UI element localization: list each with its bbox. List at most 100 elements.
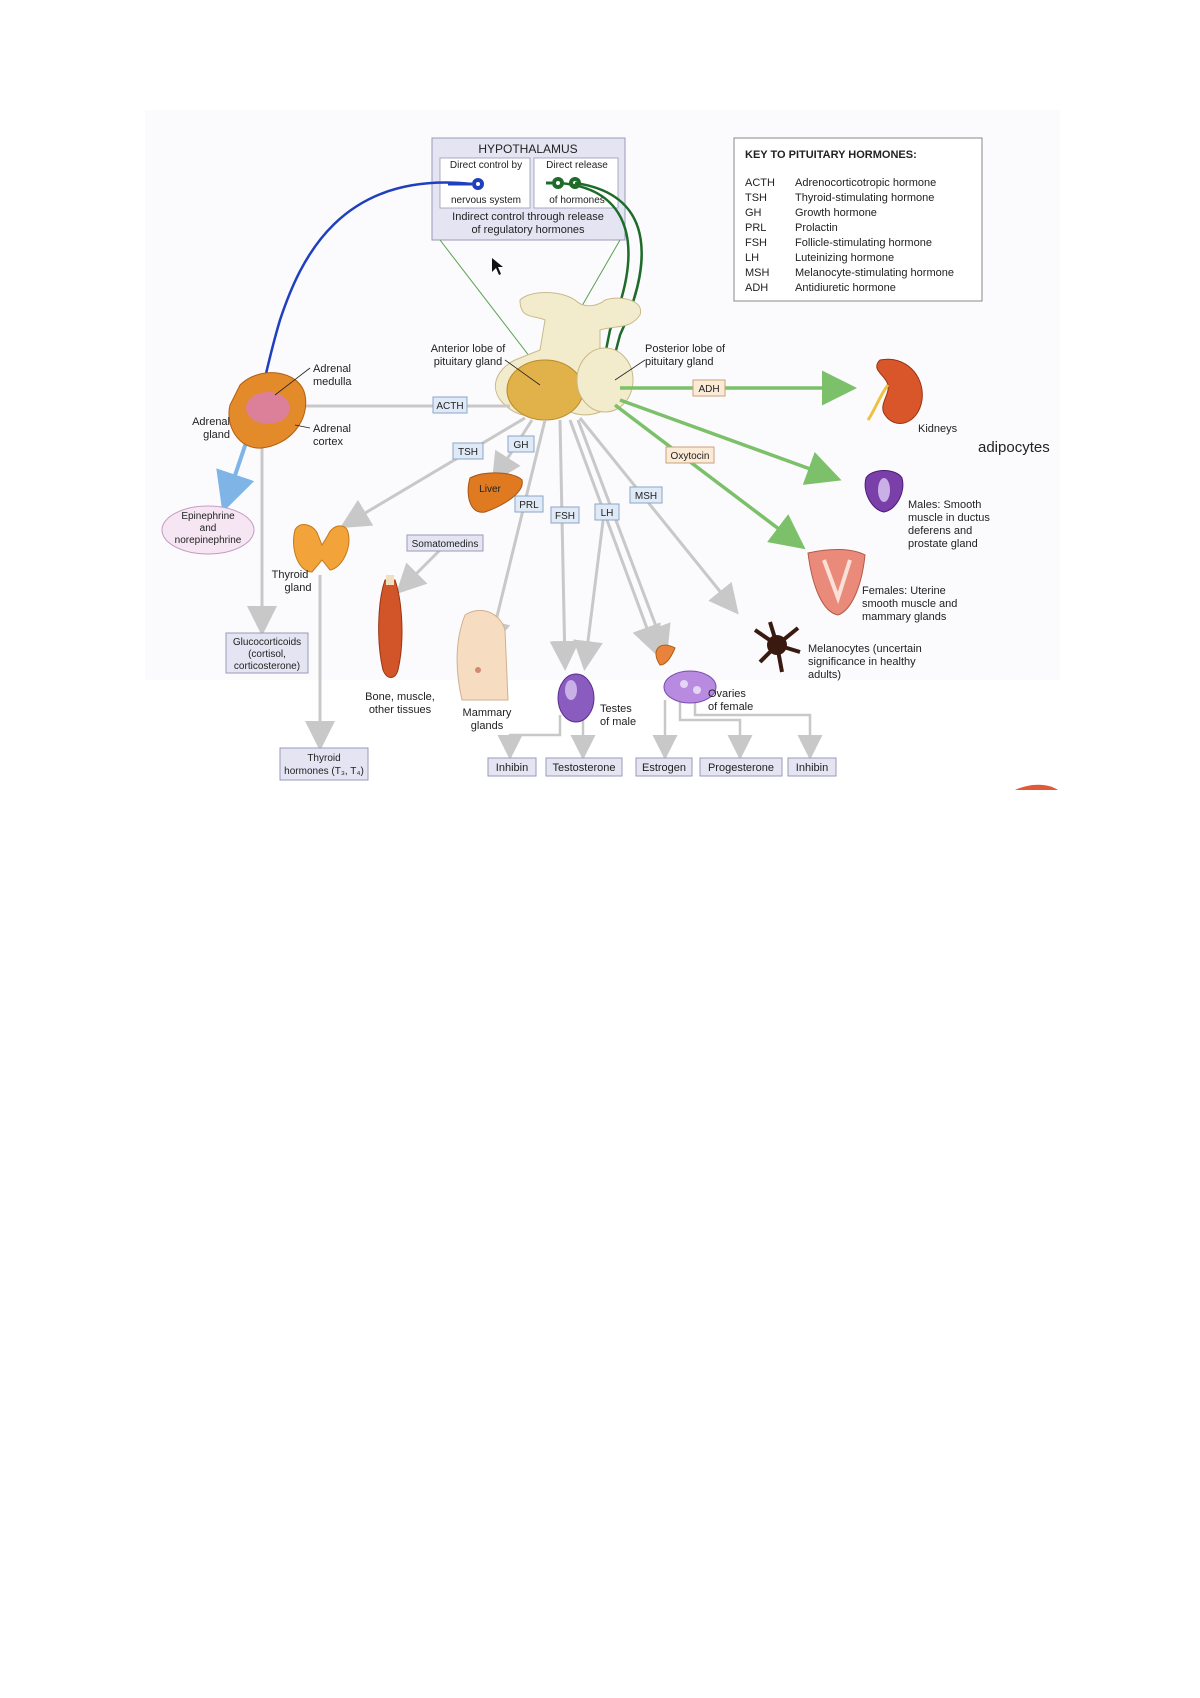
adrenal-cortex-label-1: Adrenal [313, 423, 351, 435]
males-label-4: prostate gland [908, 538, 978, 550]
direct-release-label-2: of hormones [549, 195, 605, 206]
svg-text:Inhibin: Inhibin [796, 762, 828, 774]
svg-text:GH: GH [514, 440, 529, 451]
tag-adh: ADH [692, 379, 726, 397]
output-boxes: Inhibin Testosterone Estrogen Progestero… [487, 757, 837, 777]
key-abbr: TSH [745, 192, 767, 204]
melanocytes-label-2: significance in healthy [808, 656, 916, 668]
hypothalamus-title: HYPOTHALAMUS [478, 142, 577, 156]
hormone-tags: ACTH TSH GH PRL FSH LH MSH ADH Oxytocin [432, 379, 726, 524]
thyroid-hormones-box: Thyroid hormones (T₃, T₄) [279, 747, 369, 781]
svg-text:Oxytocin: Oxytocin [671, 451, 710, 462]
kidney-image [866, 358, 923, 424]
testes-label-2: of male [600, 716, 636, 728]
svg-text:Estrogen: Estrogen [642, 762, 686, 774]
svg-text:Inhibin: Inhibin [496, 762, 528, 774]
thyroid-label-2: gland [285, 582, 312, 594]
inhibin-female-box: Inhibin [787, 757, 837, 777]
thyroid-gland-image [293, 524, 350, 573]
key-abbr: ACTH [745, 177, 775, 189]
anterior-lobe-label-1: Anterior lobe of [431, 343, 507, 355]
females-label-1: Females: Uterine [862, 585, 946, 597]
svg-text:Thyroid: Thyroid [307, 753, 340, 764]
prostate-image [864, 470, 904, 513]
svg-text:ADH: ADH [698, 384, 719, 395]
key-title: KEY TO PITUITARY HORMONES: [745, 149, 917, 161]
tag-lh: LH [594, 503, 620, 521]
ovaries-label-2: of female [708, 701, 753, 713]
adipocytes-label: adipocytes [978, 439, 1050, 456]
bone-label-2: other tissues [369, 704, 432, 716]
svg-text:corticosterone): corticosterone) [234, 661, 300, 672]
oxytocin-female-arrow [613, 403, 806, 550]
testes-label-1: Testes [600, 703, 632, 715]
svg-text:hormones (T₃, T₄): hormones (T₃, T₄) [284, 766, 364, 777]
kidneys-label: Kidneys [918, 423, 958, 435]
mammary-label-1: Mammary [463, 707, 512, 719]
testes-image [557, 673, 595, 723]
mammary-image [456, 610, 509, 701]
liver-image: Liver [467, 472, 523, 513]
posterior-hormone-arrows [613, 370, 857, 550]
key-name: Antidiuretic hormone [795, 282, 896, 294]
direct-release-label-1: Direct release [546, 160, 608, 171]
uterus-image [807, 549, 866, 616]
svg-text:Testosterone: Testosterone [553, 762, 616, 774]
adrenal-gland-label-2: gland [203, 429, 230, 441]
prl-arrow [481, 419, 547, 651]
inhibin-male-box: Inhibin [487, 757, 537, 777]
males-label-3: deferens and [908, 525, 972, 537]
inhibin-male-arrow [497, 715, 562, 760]
svg-text:TSH: TSH [458, 447, 478, 458]
posterior-lobe [576, 347, 634, 413]
key-name: Thyroid-stimulating hormone [795, 192, 934, 204]
glucocorticoids-box: Glucocorticoids (cortisol, corticosteron… [225, 632, 309, 674]
key-abbr: LH [745, 252, 759, 264]
fsh-ovary-arrow [568, 419, 661, 656]
estrogen-box: Estrogen [635, 757, 693, 777]
adrenal-cortex-label-2: cortex [313, 436, 343, 448]
indirect-control-line-left [439, 239, 541, 371]
anterior-lobe [506, 359, 584, 421]
posterior-lobe-label-2: pituitary gland [645, 356, 714, 368]
anterior-lobe-label-2: pituitary gland [434, 356, 503, 368]
indirect-control-label-2: of regulatory hormones [471, 224, 585, 236]
melanocytes-label-3: adults) [808, 669, 841, 681]
svg-text:FSH: FSH [555, 511, 575, 522]
oxytocin-male-arrow [619, 398, 842, 485]
tag-acth: ACTH [432, 396, 468, 414]
muscle-image [378, 575, 403, 678]
females-label-3: mammary glands [862, 611, 947, 623]
progesterone-box: Progesterone [699, 757, 783, 777]
tsh-arrow [339, 416, 526, 529]
tag-tsh: TSH [452, 442, 484, 460]
key-abbr: ADH [745, 282, 768, 294]
direct-control-label-2: nervous system [451, 195, 521, 206]
svg-text:Epinephrine: Epinephrine [181, 511, 235, 522]
lh-arrow [573, 504, 607, 671]
males-label-2: muscle in ductus [908, 512, 990, 524]
key-abbr: GH [745, 207, 762, 219]
posterior-lobe-label-1: Posterior lobe of [645, 343, 726, 355]
svg-text:PRL: PRL [519, 500, 539, 511]
svg-text:and: and [200, 523, 217, 534]
thyroid-label-1: Thyroid [272, 569, 309, 581]
bone-label-1: Bone, muscle, [365, 691, 435, 703]
inhibin-female-arrow [693, 700, 823, 760]
svg-text:ACTH: ACTH [436, 401, 463, 412]
fsh-arrow [549, 419, 580, 671]
epinephrine-bubble: Epinephrine and norepinephrine [161, 505, 255, 555]
mouse-cursor-icon [492, 258, 503, 275]
svg-text:norepinephrine: norepinephrine [175, 535, 242, 546]
adrenal-medulla-label-1: Adrenal [313, 363, 351, 375]
melanocytes-label-1: Melanocytes (uncertain [808, 643, 922, 655]
key-abbr: MSH [745, 267, 770, 279]
svg-text:MSH: MSH [635, 491, 657, 502]
key-name: Melanocyte-stimulating hormone [795, 267, 954, 279]
adrenal-gland-label-1: Adrenal [192, 416, 230, 428]
tag-gh: GH [507, 435, 535, 453]
ovaries-image [655, 644, 717, 704]
msh-arrow [578, 417, 739, 615]
